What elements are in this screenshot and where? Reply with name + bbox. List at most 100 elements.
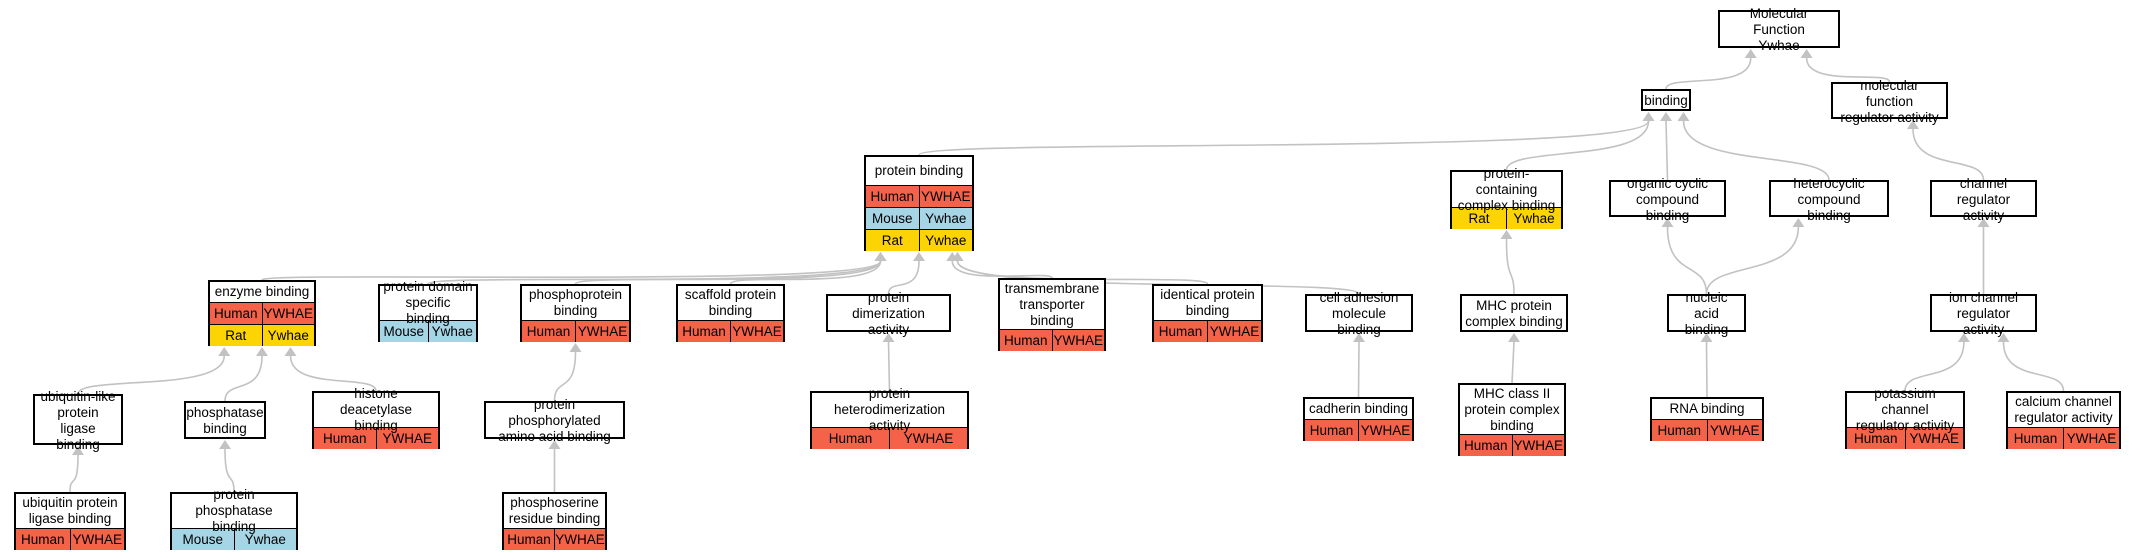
node-title: cadherin binding — [1308, 401, 1409, 416]
arrowhead-24 — [1353, 333, 1365, 342]
edge-30 — [224, 448, 235, 493]
node-heterocyclic[interactable]: heterocyclic compound binding — [1769, 176, 1889, 223]
edge-6 — [1912, 128, 1985, 181]
edge-11 — [887, 260, 920, 295]
node-channel-regulator[interactable]: channel regulator activity — [1930, 175, 2037, 223]
edge-19 — [77, 355, 225, 395]
edge-16 — [1666, 226, 1708, 295]
gene-label: YWHAE — [2063, 428, 2119, 449]
species-row-rat: Rat Ywhae — [866, 229, 972, 251]
gene-label: Ywhae — [427, 321, 477, 342]
node-title: MHC class II protein complex binding — [1464, 385, 1560, 433]
node-phosphatase[interactable]: phosphatase binding — [184, 401, 266, 439]
arrowhead-25 — [1508, 333, 1520, 342]
node-title: channel regulator activity — [1956, 175, 2011, 223]
node-organic-cyclic[interactable]: organic cyclic compound binding — [1609, 175, 1726, 223]
arrowhead-19 — [218, 347, 231, 356]
arrowhead-4 — [1660, 112, 1672, 121]
node-cell-adhesion[interactable]: cell adhesion molecule binding — [1305, 290, 1413, 337]
arrowhead-0 — [1744, 49, 1757, 58]
edge-17 — [1705, 226, 1800, 295]
edge-29 — [69, 454, 79, 493]
gene-label: Ywhae — [233, 529, 297, 550]
node-title: protein phosphorylated amino acid bindin… — [498, 397, 611, 444]
gene-label: Ywhae — [918, 208, 973, 229]
species-row-human: Human YWHAE — [2008, 427, 2119, 449]
organism-label: Rat — [1468, 210, 1490, 226]
edge-9 — [574, 260, 882, 285]
organism-label: Human — [828, 430, 873, 446]
arrowhead-29 — [72, 446, 84, 455]
gene-label: YWHAE — [1207, 321, 1261, 342]
organism-label: Human — [2013, 430, 2058, 446]
node-title: ubiquitin protein ligase binding — [22, 495, 118, 526]
organism-label: Human — [1003, 332, 1048, 348]
node-title: protein-containing complex binding — [1457, 165, 1556, 213]
node-title: MHC protein complex binding — [1465, 298, 1563, 329]
node-title: protein phosphatase binding — [195, 487, 273, 534]
gene-label: YWHAE — [1051, 330, 1105, 351]
arrowhead-22 — [569, 343, 582, 352]
arrowhead-23 — [882, 333, 895, 342]
node-title: binding — [1644, 93, 1688, 108]
arrowhead-30 — [219, 440, 231, 449]
node-ion-channel[interactable]: ion channel regulator activity — [1930, 290, 2037, 337]
gene-label: Ywhae — [918, 230, 973, 251]
node-mhc-complex[interactable]: MHC protein complex binding — [1460, 294, 1568, 332]
edge-22 — [553, 351, 577, 402]
node-molecular-function[interactable]: Molecular Function Ywhae — [1718, 6, 1840, 53]
gene-label: YWHAE — [575, 321, 629, 342]
edge-20 — [224, 355, 263, 402]
organism-label: Human — [682, 323, 726, 339]
node-title: organic cyclic compound binding — [1626, 175, 1709, 223]
arrowhead-26 — [1700, 333, 1713, 342]
edge-0 — [1665, 57, 1752, 90]
arrowhead-16 — [1661, 218, 1674, 227]
edge-5 — [1682, 120, 1830, 181]
arrowhead-20 — [256, 347, 268, 356]
edge-4 — [1665, 120, 1669, 181]
node-title: cell adhesion molecule binding — [1319, 290, 1399, 337]
organism-label: Human — [213, 305, 258, 321]
node-dimerization[interactable]: protein dimerization activity — [826, 290, 951, 337]
node-phosphorylated-aa[interactable]: protein phosphorylated amino acid bindin… — [484, 397, 625, 444]
node-title: enzyme binding — [214, 284, 310, 299]
node-nucleic-acid[interactable]: nucleic acid binding — [1667, 290, 1746, 337]
organism-label: Rat — [881, 232, 903, 248]
organism-label: Human — [870, 188, 915, 204]
arrowhead-1 — [1800, 49, 1813, 58]
node-binding[interactable]: binding — [1641, 89, 1691, 111]
organism-label: Rat — [225, 327, 247, 343]
arrowhead-5 — [1677, 112, 1690, 121]
node-mf-regulator[interactable]: molecular function regulator activity — [1831, 78, 1948, 125]
organism-label: Human — [1309, 422, 1354, 438]
organism-label: Human — [507, 531, 551, 547]
node-ubl-ligase[interactable]: ubiquitin-like protein ligase binding — [33, 389, 123, 452]
gene-label: YWHAE — [1904, 428, 1964, 449]
